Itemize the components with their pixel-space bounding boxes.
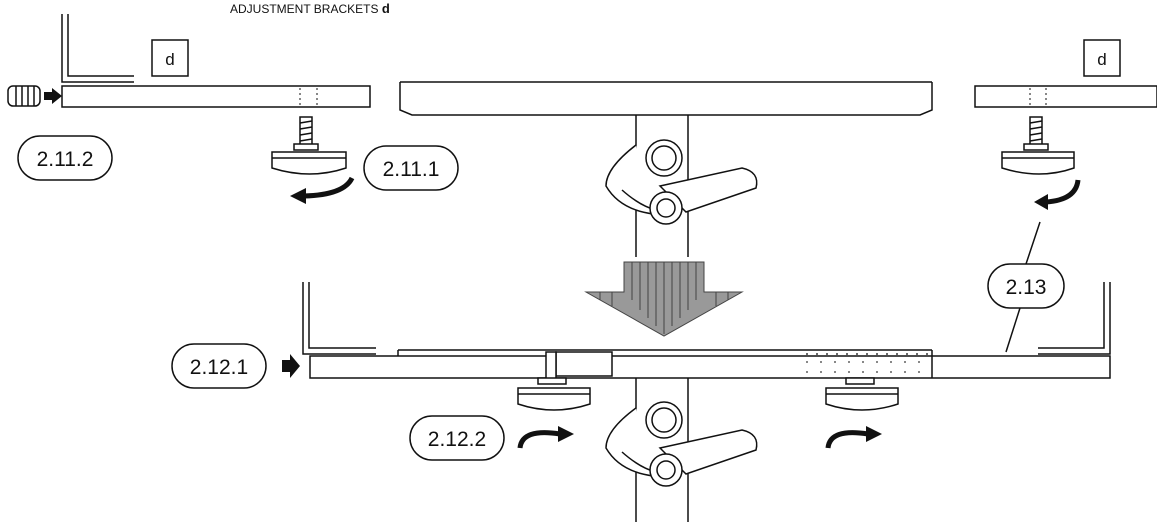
step-label-2-12-1: 2.12.1 (190, 356, 248, 379)
part-label-box-left (151, 39, 189, 77)
end-cap-icon (7, 85, 41, 107)
leader-2-13-bottom (1005, 307, 1021, 353)
callout-2-11-1 (363, 145, 459, 191)
rail-bottom (309, 355, 1111, 379)
adjustment-knob-left (271, 151, 347, 175)
screw-icon (293, 116, 319, 151)
insert-arrow-bottom-icon (282, 354, 300, 378)
bottom-assembly (282, 282, 1111, 522)
l-bracket-left (61, 14, 134, 83)
rail-top-left (61, 85, 371, 108)
top-left-assembly (7, 14, 371, 204)
step-label-2-12-2: 2.12.2 (428, 428, 486, 451)
top-center-assembly (399, 81, 933, 257)
step-label-2-13: 2.13 (1006, 276, 1047, 299)
adjustment-knob-right (1001, 151, 1075, 175)
part-label-left: d (165, 50, 174, 69)
rail-top-right (974, 85, 1157, 108)
clamp-lever-bottom (658, 429, 758, 475)
rotate-arrow-bottom-right-icon (825, 430, 869, 449)
part-label-right: d (1097, 50, 1106, 69)
diagram-title: ADJUSTMENT BRACKETS d (230, 1, 390, 16)
callout-2-12-1 (171, 343, 267, 389)
insert-arrow-left-icon (44, 88, 62, 104)
step-label-2-11-1: 2.11.1 (383, 158, 440, 181)
diagram-title-part-letter: d (382, 1, 390, 16)
rotate-arrow-right-icon (1045, 179, 1081, 205)
part-label-box-right (1083, 39, 1121, 77)
rotate-arrow-bottom-left-icon (517, 430, 561, 449)
clamp-lever-top (658, 167, 758, 213)
rail-top-center (399, 82, 933, 116)
callout-2-11-2 (17, 135, 113, 181)
adjustment-knob-bottom-left (517, 387, 591, 411)
leader-2-13-top (1025, 221, 1041, 265)
top-right-assembly (974, 39, 1157, 210)
l-bracket-bottom-left (302, 282, 376, 355)
down-arrow-icon (584, 261, 744, 337)
step-label-2-11-2: 2.11.2 (37, 148, 94, 171)
adjustment-knob-bottom-right (825, 387, 899, 411)
callout-2-12-2 (409, 415, 505, 461)
screw-right-icon (1023, 116, 1049, 151)
rotate-arrow-left-icon (303, 176, 355, 199)
diagram-title-text: ADJUSTMENT BRACKETS (230, 2, 382, 16)
l-bracket-bottom-right (1038, 282, 1111, 355)
